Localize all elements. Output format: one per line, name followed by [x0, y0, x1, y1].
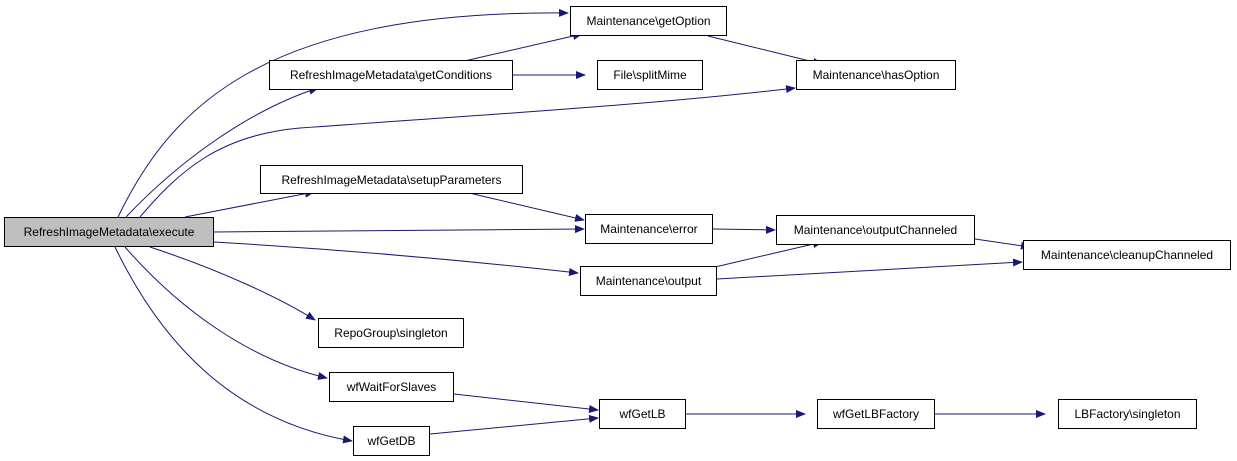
node-setupparameters[interactable]: RefreshImageMetadata\setupParameters: [260, 165, 523, 194]
edge-outputchanneled-cleanupchanneled: [974, 238, 1031, 250]
edge-execute-getoption: [117, 8, 569, 218]
edge-setupparameters-error: [464, 191, 585, 222]
edge-execute-error: [213, 225, 585, 234]
node-cleanupchanneled[interactable]: Maintenance\cleanupChanneled: [1023, 240, 1231, 270]
edge-execute-wfgetdb: [114, 246, 353, 444]
node-execute: RefreshImageMetadata\execute: [4, 217, 214, 247]
node-lbfactory-singleton[interactable]: LBFactory\singleton: [1058, 399, 1197, 429]
node-repogroup-singleton[interactable]: RepoGroup\singleton: [318, 318, 464, 348]
node-error[interactable]: Maintenance\error: [585, 214, 713, 244]
node-getoption[interactable]: Maintenance\getOption: [570, 6, 727, 36]
node-getconditions[interactable]: RefreshImageMetadata\getConditions: [269, 60, 513, 90]
edge-wfgetdb-wfgetlb: [429, 414, 599, 435]
edge-execute-output: [213, 241, 579, 276]
edge-output-cleanupchanneled: [716, 258, 1023, 280]
edge-execute-setupparameters: [184, 189, 315, 218]
edge-execute-repogroup: [149, 246, 316, 321]
node-wfwaitforslaves[interactable]: wfWaitForSlaves: [329, 372, 454, 402]
node-outputchanneled[interactable]: Maintenance\outputChanneled: [776, 215, 975, 245]
node-output[interactable]: Maintenance\output: [580, 266, 717, 296]
node-hasoption[interactable]: Maintenance\hasOption: [796, 60, 956, 90]
edge-execute-hasoption: [139, 85, 796, 218]
node-wfgetlb[interactable]: wfGetLB: [599, 399, 686, 429]
node-wfgetdb[interactable]: wfGetDB: [353, 426, 430, 456]
node-splitmime[interactable]: File\splitMime: [597, 60, 703, 90]
edge-getoption-hasoption: [707, 35, 823, 66]
edge-output-outputchanneled: [714, 240, 823, 268]
edge-wfwaitforslaves-wfgetlb: [453, 393, 599, 413]
edge-execute-wfwaitforslaves: [124, 246, 328, 380]
node-wfgetlbfactory[interactable]: wfGetLBFactory: [817, 399, 935, 429]
edge-error-outputchanneled: [712, 225, 776, 234]
edge-execute-getconditions: [125, 86, 319, 218]
edge-getconditions-getoption: [459, 32, 583, 63]
